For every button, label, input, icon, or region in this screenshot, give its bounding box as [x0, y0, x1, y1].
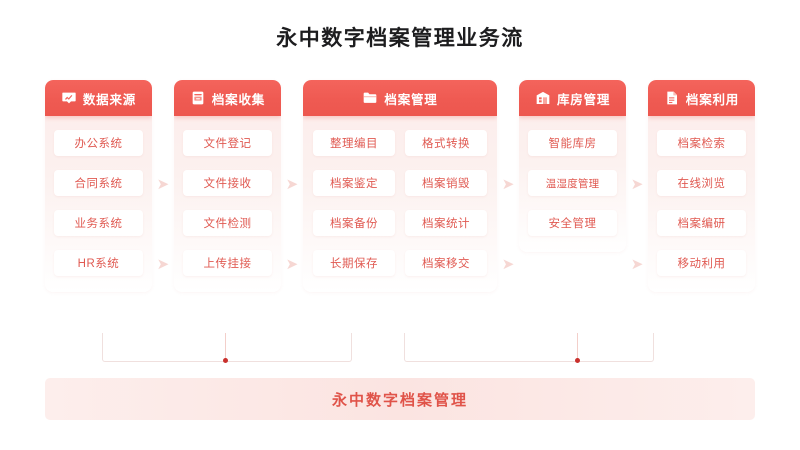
- column-body-archive-utilization: 档案检索 在线浏览 档案编研 移动利用: [648, 116, 755, 292]
- flow-item[interactable]: 档案销毁: [405, 170, 488, 196]
- footer-banner: 永中数字档案管理: [45, 378, 755, 420]
- connector-gap-2: ➤ ➤: [281, 80, 303, 325]
- bracket-right: [404, 333, 654, 362]
- flow-column-archive-collection[interactable]: 档案收集 文件登记 文件接收 文件检测 上传挂接: [173, 80, 281, 292]
- flow-item[interactable]: 整理编目: [312, 130, 395, 156]
- flow-item[interactable]: 合同系统: [54, 170, 143, 196]
- flow-item[interactable]: 长期保存: [312, 250, 395, 276]
- flow-item[interactable]: 档案编研: [657, 210, 746, 236]
- folder-icon: [364, 92, 377, 103]
- column-body-archive-collection: 文件登记 文件接收 文件检测 上传挂接: [174, 116, 281, 292]
- flow-item[interactable]: 档案移交: [405, 250, 488, 276]
- column-header-warehouse-management: 库房管理: [519, 80, 627, 116]
- flow-item[interactable]: 移动利用: [657, 250, 746, 276]
- column-header-archive-management: 档案管理: [302, 80, 498, 116]
- flow-item-row: 整理编目 格式转换: [312, 130, 488, 156]
- column-header-archive-utilization: 档案利用: [648, 80, 755, 116]
- flow-arrow-icon: ➤: [156, 176, 170, 193]
- column-header-label: 数据来源: [82, 92, 137, 107]
- flow-item[interactable]: 温湿度管理: [528, 170, 618, 196]
- column-header-label: 档案管理: [384, 92, 438, 107]
- flow-item[interactable]: 文件检测: [182, 210, 272, 236]
- chart-icon: [62, 92, 76, 104]
- connector-gap-1: ➤ ➤: [152, 80, 174, 325]
- flow-column-archive-management[interactable]: 档案管理 整理编目 格式转换 档案鉴定 档案销毁 档案备份 档案统计 长期保存 …: [302, 80, 498, 292]
- column-header-label: 库房管理: [556, 92, 611, 107]
- flow-item[interactable]: 格式转换: [405, 130, 488, 156]
- flow-item[interactable]: 办公系统: [54, 130, 143, 156]
- column-header-data-source: 数据来源: [45, 80, 152, 116]
- flow-item[interactable]: HR系统: [54, 250, 143, 276]
- column-header-label: 档案利用: [685, 92, 740, 107]
- process-flow-diagram: 数据来源 办公系统 合同系统 业务系统 HR系统 ➤ ➤ 档案收集 文件登记 文…: [45, 80, 755, 325]
- column-body-warehouse-management: 智能库房 温湿度管理 安全管理: [519, 116, 626, 252]
- flow-item[interactable]: 文件登记: [182, 130, 272, 156]
- flow-item-row: 档案鉴定 档案销毁: [312, 170, 488, 196]
- inbox-icon: [192, 91, 204, 105]
- flow-arrow-icon: ➤: [156, 256, 170, 273]
- flow-item[interactable]: 档案备份: [312, 210, 395, 236]
- flow-arrow-icon: ➤: [630, 176, 644, 193]
- flow-item[interactable]: 文件接收: [182, 170, 272, 196]
- flow-item[interactable]: 档案检索: [657, 130, 746, 156]
- column-header-label: 档案收集: [211, 92, 266, 107]
- connector-dot-left: [223, 358, 228, 363]
- flow-column-warehouse-management[interactable]: 库房管理 智能库房 温湿度管理 安全管理: [519, 80, 627, 252]
- flow-item[interactable]: 业务系统: [54, 210, 143, 236]
- warehouse-icon: [536, 91, 550, 104]
- connector-gap-4: ➤ ➤: [626, 80, 648, 325]
- flow-item-row: 长期保存 档案移交: [312, 250, 488, 276]
- bracket-stem-right: [577, 333, 578, 359]
- flow-item[interactable]: 上传挂接: [182, 250, 272, 276]
- document-icon: [667, 91, 677, 105]
- bracket-stem-left: [225, 333, 226, 359]
- flow-item[interactable]: 档案统计: [405, 210, 488, 236]
- column-body-archive-management: 整理编目 格式转换 档案鉴定 档案销毁 档案备份 档案统计 长期保存 档案移交: [303, 116, 497, 292]
- flow-arrow-icon: ➤: [285, 256, 299, 273]
- flow-arrow-icon: ➤: [630, 256, 644, 273]
- page-title: 永中数字档案管理业务流: [276, 27, 524, 50]
- flow-arrow-icon: ➤: [501, 176, 515, 193]
- flow-item[interactable]: 安全管理: [528, 210, 618, 236]
- flow-item[interactable]: 档案鉴定: [312, 170, 395, 196]
- flow-item[interactable]: 智能库房: [528, 130, 618, 156]
- flow-arrow-icon: ➤: [501, 256, 515, 273]
- flow-item-row: 档案备份 档案统计: [312, 210, 488, 236]
- bracket-connectors: [0, 325, 800, 373]
- connector-gap-3: ➤ ➤: [497, 80, 519, 325]
- column-body-data-source: 办公系统 合同系统 业务系统 HR系统: [45, 116, 152, 292]
- flow-column-data-source[interactable]: 数据来源 办公系统 合同系统 业务系统 HR系统: [45, 80, 152, 292]
- flow-arrow-icon: ➤: [285, 176, 299, 193]
- column-header-archive-collection: 档案收集: [173, 80, 281, 116]
- connector-dot-right: [575, 358, 580, 363]
- flow-column-archive-utilization[interactable]: 档案利用 档案检索 在线浏览 档案编研 移动利用: [648, 80, 755, 292]
- flow-item[interactable]: 在线浏览: [657, 170, 746, 196]
